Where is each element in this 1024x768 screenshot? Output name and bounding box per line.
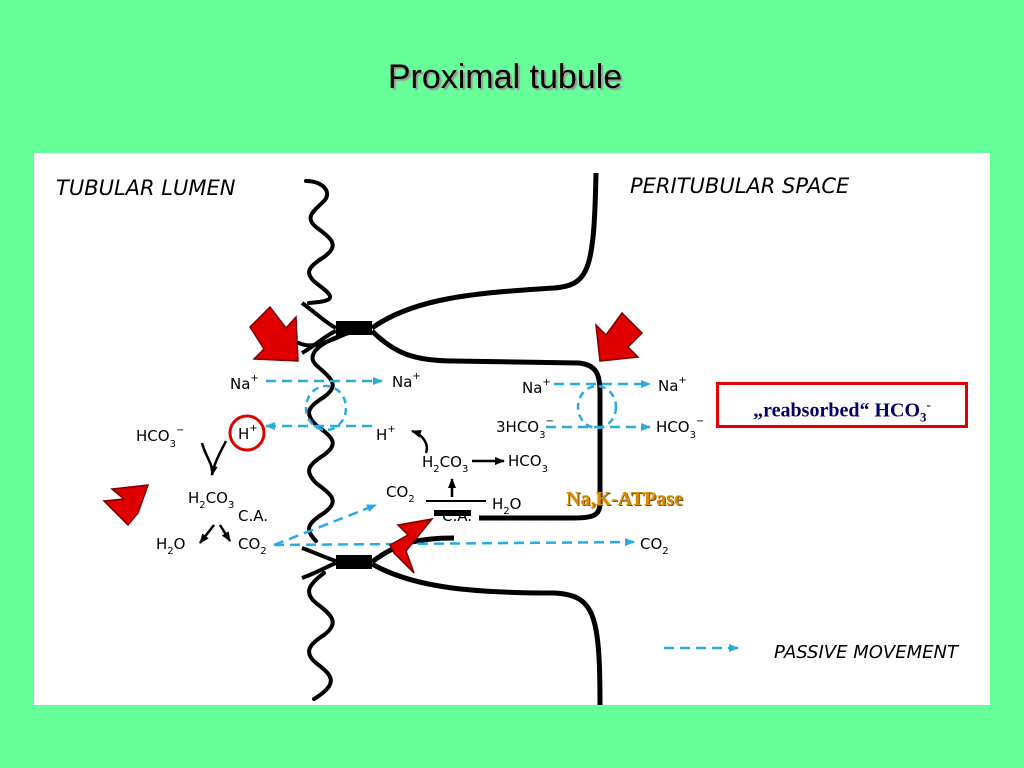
peri-hco3-label: HCO3− [656,416,704,441]
tight-junction-lower [336,555,372,569]
red-arrow-ca [389,517,434,574]
na-k-atpase-label: Na,K-ATPase [566,488,683,510]
peri-co2-label: CO2 [640,535,669,557]
junction-left-lower [301,546,337,580]
red-arrow-lumen [102,484,150,527]
h2co3-to-h-arrow [411,429,429,454]
apical-exchanger [304,384,348,432]
co2-diffusion-arrow [273,538,635,547]
co2-entry-arrow [273,503,377,547]
apical-membrane-lower [307,571,335,701]
lumen-ca-to-h2o-arrow [199,524,215,544]
lumen-ca-label: C.A. [238,507,268,525]
lumen-header: TUBULAR LUMEN [56,176,236,200]
slide-title: Proximal tubule [387,58,623,96]
red-arrow-basolateral [595,311,644,362]
lumen-ca-to-co2-arrow [218,524,232,542]
basal-na-label: Na+ [522,377,551,397]
hco3-h-combine-branch [210,440,228,476]
apical-membrane-middle [297,327,365,543]
cell-co2-label: CO2 [386,483,415,505]
peritubular-header: PERITUBULAR SPACE [630,174,850,198]
basolateral-cotransporter [576,384,618,430]
cell-membrane-loop [370,329,603,521]
reabsorbed-hco3-callout: „reabsorbed“ HCO3- [716,382,968,428]
lumen-h-label: H+ [238,423,258,443]
lumen-h2co3-label: H2CO3 [188,489,234,511]
red-arrow-apical [249,305,299,362]
lumen-na-label: Na+ [230,373,259,393]
lumen-h2o-label: H2O [156,535,185,557]
cell-h2co3-label: H2CO3 [422,453,468,475]
cell-ca-label: C.A. [442,507,472,525]
tight-junction-upper [336,321,372,335]
h-highlight-circle [228,414,266,452]
cell-hco3-label: HCO3 [508,452,548,475]
lateral-membrane-upper [370,172,599,331]
tubule-diagram: TUBULAR LUMEN PERITUBULAR SPACE Na+ HCO3… [56,172,960,705]
cell-na-label: Na+ [392,371,421,391]
lumen-hco3-label: HCO3− [136,425,184,450]
legend-label: PASSIVE MOVEMENT [774,642,960,663]
hco3-h-combine-arrow [200,442,218,476]
junction-left-upper [300,301,337,355]
cell-h2o-label: H2O [492,495,521,517]
lumen-co2-label: CO2 [238,535,267,557]
peri-na-label: Na+ [658,375,687,395]
apical-membrane-upper [304,179,335,305]
cell-h-label: H+ [376,424,396,444]
basal-3hco3-label: 3HCO3− [496,416,554,441]
diagram-panel: TUBULAR LUMEN PERITUBULAR SPACE Na+ HCO3… [34,153,990,705]
